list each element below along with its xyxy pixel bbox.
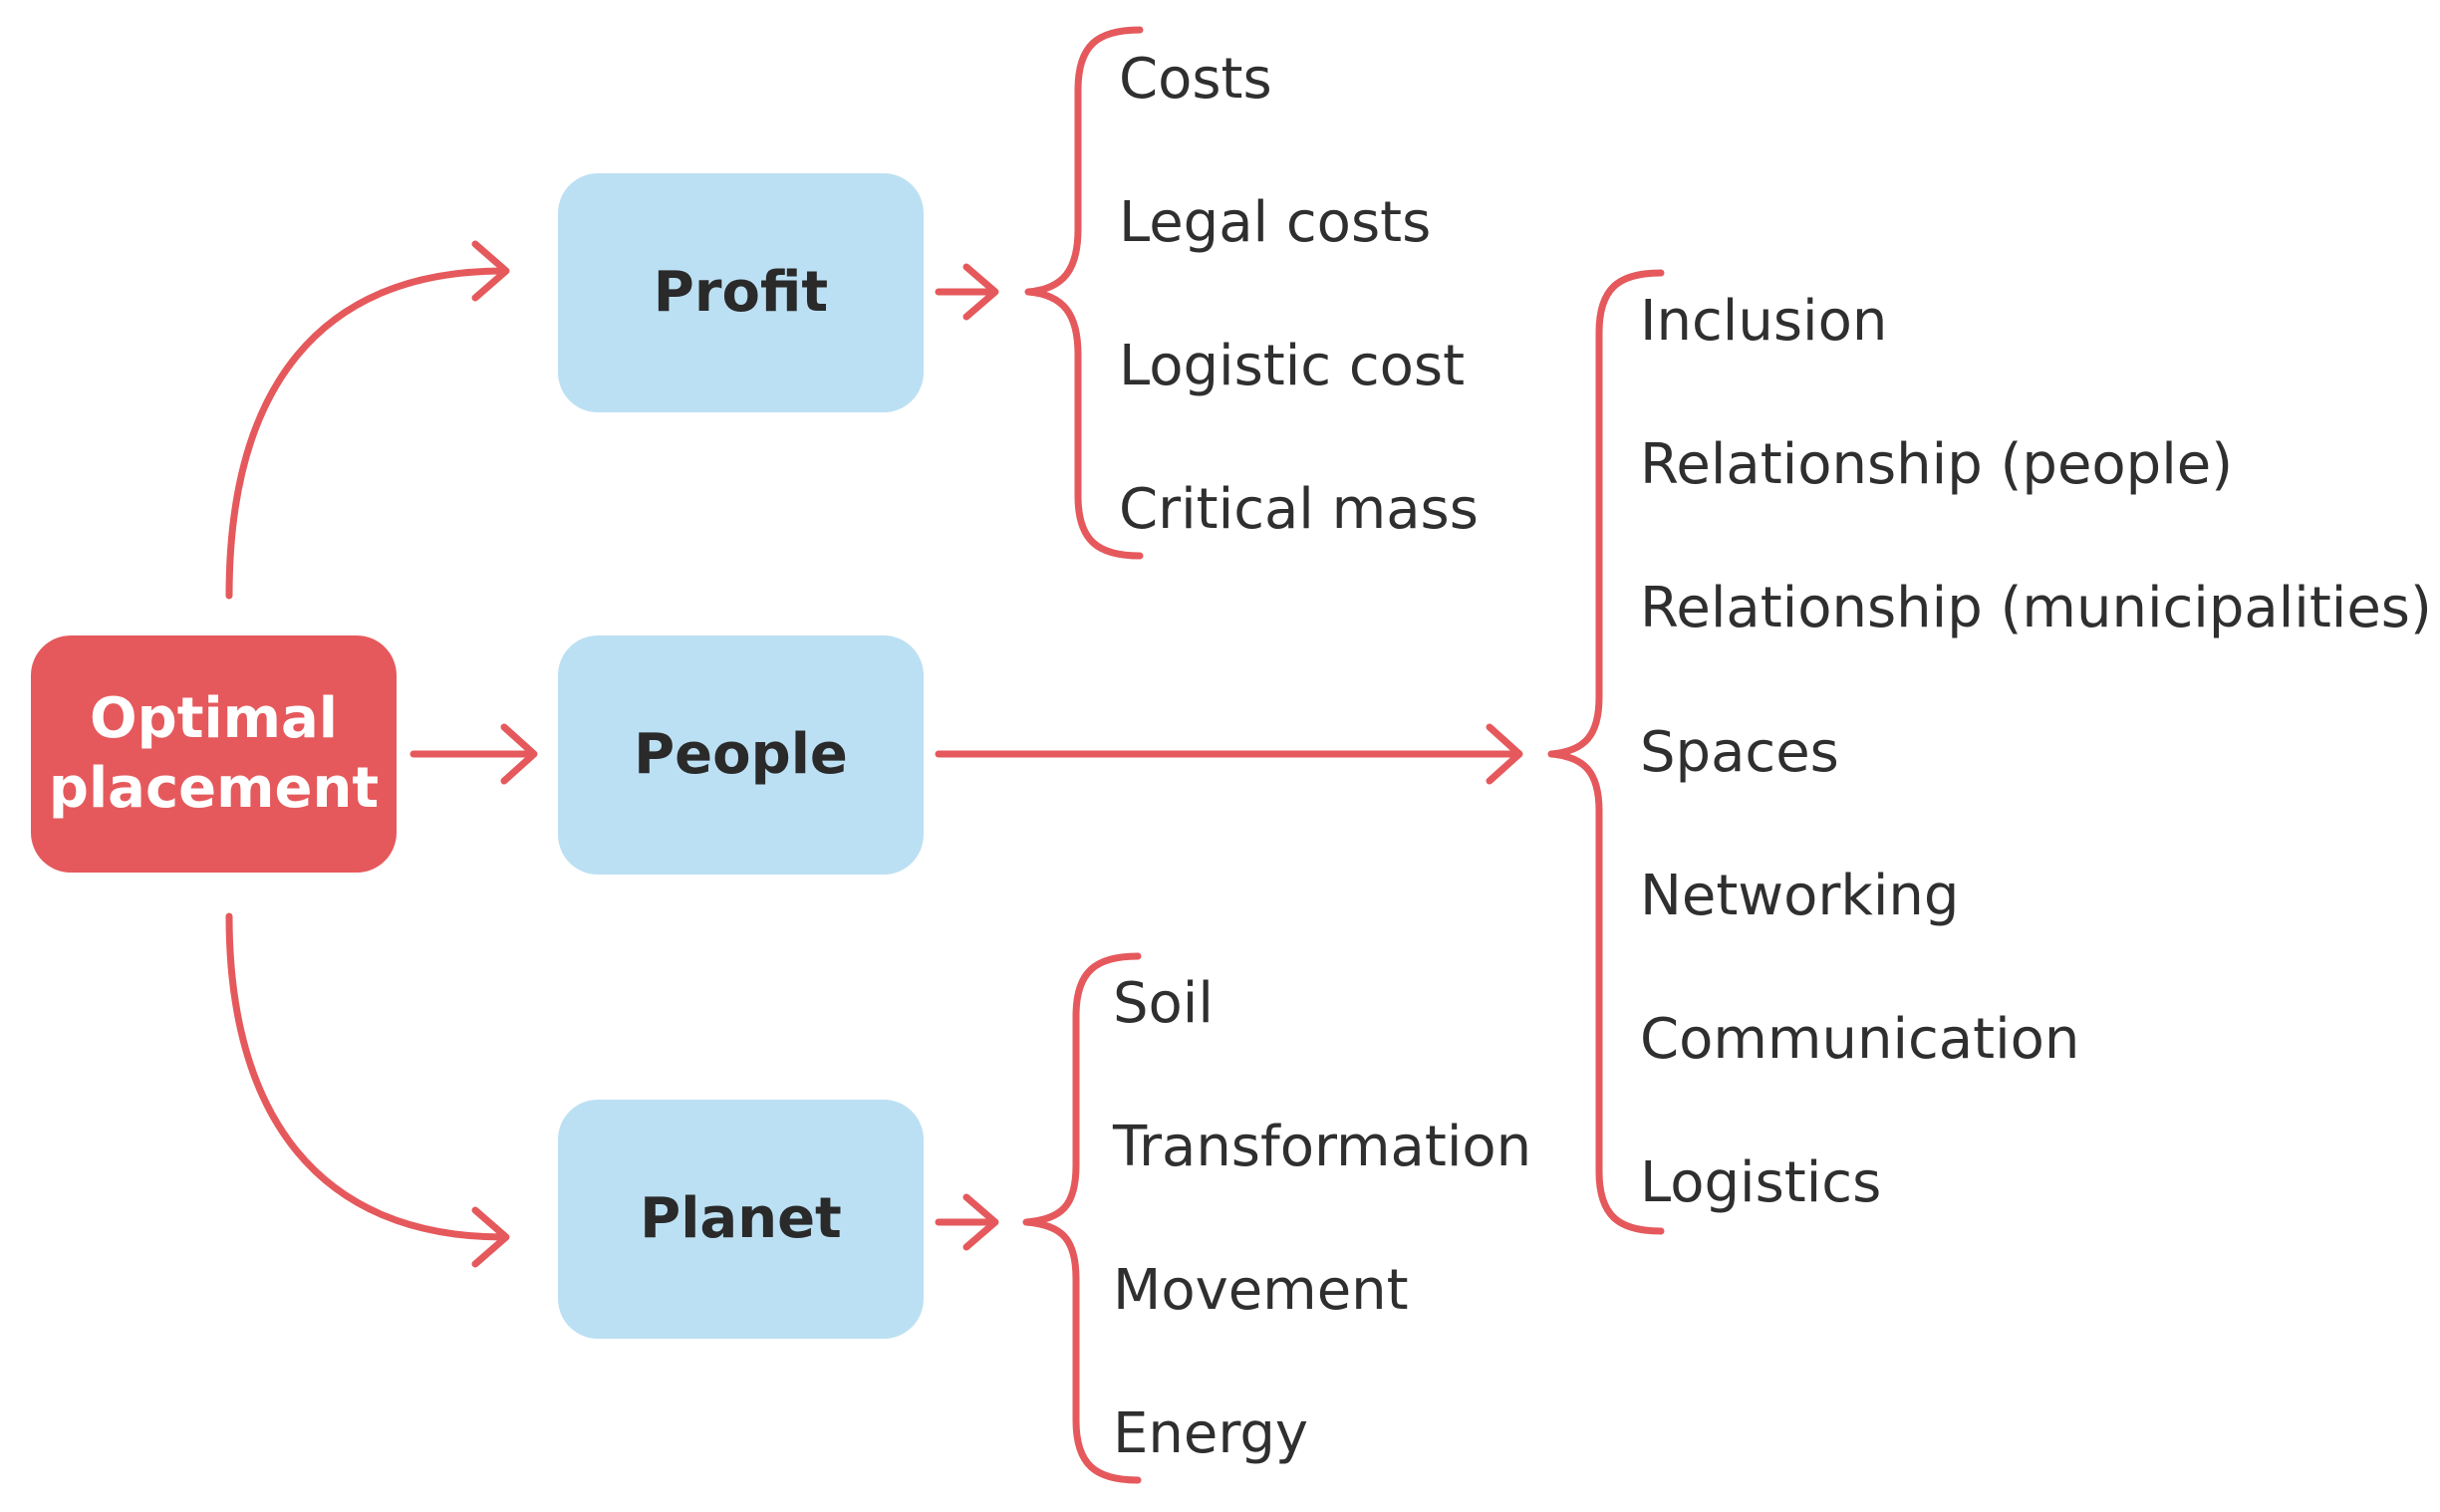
- people-item: Relationship (municipalities): [1640, 576, 2432, 640]
- root-node-label: Optimal placement: [48, 686, 380, 821]
- people-item: Communication: [1640, 1007, 2080, 1072]
- root-node-optimal-placement: Optimal placement: [31, 635, 397, 873]
- brace-planet: [1022, 952, 1142, 1484]
- people-item: Logistics: [1640, 1150, 1882, 1215]
- brace-profit: [1024, 26, 1144, 560]
- arrowhead-root-to-profit: [471, 240, 510, 302]
- arrowhead-planet-to-list: [962, 1193, 999, 1251]
- category-node-people: People: [558, 635, 924, 875]
- people-item: Relationship (people): [1640, 432, 2234, 497]
- category-node-profit: Profit: [558, 173, 924, 412]
- arrowhead-root-to-planet: [471, 1206, 510, 1268]
- planet-item: Movement: [1113, 1258, 1409, 1323]
- planet-item: Energy: [1113, 1401, 1309, 1466]
- arrow-root-to-profit: [225, 267, 507, 600]
- brace-people: [1547, 269, 1665, 1235]
- arrowhead-people-to-list: [1486, 723, 1523, 785]
- people-item: Spaces: [1640, 720, 1839, 785]
- arrow-root-to-planet: [225, 912, 507, 1241]
- profit-item: Costs: [1119, 47, 1272, 112]
- profit-item: Critical mass: [1119, 477, 1479, 542]
- profit-item: Legal costs: [1119, 190, 1432, 255]
- people-item: Networking: [1640, 864, 1960, 928]
- people-item: Inclusion: [1640, 289, 1888, 354]
- arrowhead-root-to-people: [500, 723, 538, 785]
- profit-item: Logistic cost: [1119, 334, 1466, 398]
- arrowhead-profit-to-list: [962, 263, 999, 321]
- category-label-profit: Profit: [653, 260, 829, 325]
- category-label-people: People: [634, 722, 848, 787]
- planet-item: Soil: [1113, 971, 1214, 1036]
- category-label-planet: Planet: [640, 1186, 842, 1251]
- planet-item: Transformation: [1113, 1115, 1532, 1179]
- category-node-planet: Planet: [558, 1100, 924, 1339]
